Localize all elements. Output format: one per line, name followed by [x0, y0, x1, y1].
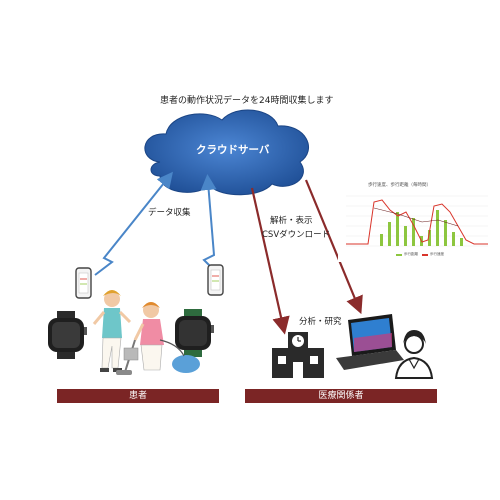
download-arrow-right: [304, 179, 363, 315]
medical-staff-icon: [394, 330, 434, 379]
analysis-display-label: 解析・表示: [270, 216, 313, 226]
cleaning-person-illustration: [116, 302, 200, 375]
smartwatch-icon-left: [48, 311, 87, 359]
upload-arrow-left: [94, 171, 173, 276]
upload-arrow-right: [200, 174, 217, 269]
data-collection-label: データ収集: [148, 208, 191, 218]
cloud-server-icon: [144, 109, 310, 196]
walking-person-illustration: [92, 290, 132, 372]
mini-chart-legend-2: 歩行速度: [430, 252, 444, 256]
mini-chart-title: 歩行速度、歩行距離（毎時間）: [368, 183, 431, 188]
analysis-research-label: 分析・研究: [299, 317, 342, 327]
patient-bar: 患者: [57, 389, 219, 403]
laptop-icon: [336, 314, 404, 370]
csv-download-label: CSVダウンロード: [262, 230, 331, 240]
mini-chart-plot: [346, 195, 488, 256]
download-arrow-left: [250, 187, 290, 335]
cloud-server-label: クラウドサーバ: [196, 144, 270, 156]
smartphone-icon-left: [75, 267, 92, 299]
medical-staff-bar: 医療関係者: [245, 389, 437, 403]
mini-chart: 歩行速度、歩行距離（毎時間） 歩行距離 歩行速度: [338, 182, 500, 262]
diagram-title: 患者の動作状況データを24時間収集します: [160, 96, 334, 106]
smartwatch-icon-right: [175, 309, 214, 357]
hospital-building-icon: [272, 332, 324, 378]
smartphone-icon-right: [207, 264, 224, 296]
mini-chart-legend-1: 歩行距離: [404, 252, 418, 256]
